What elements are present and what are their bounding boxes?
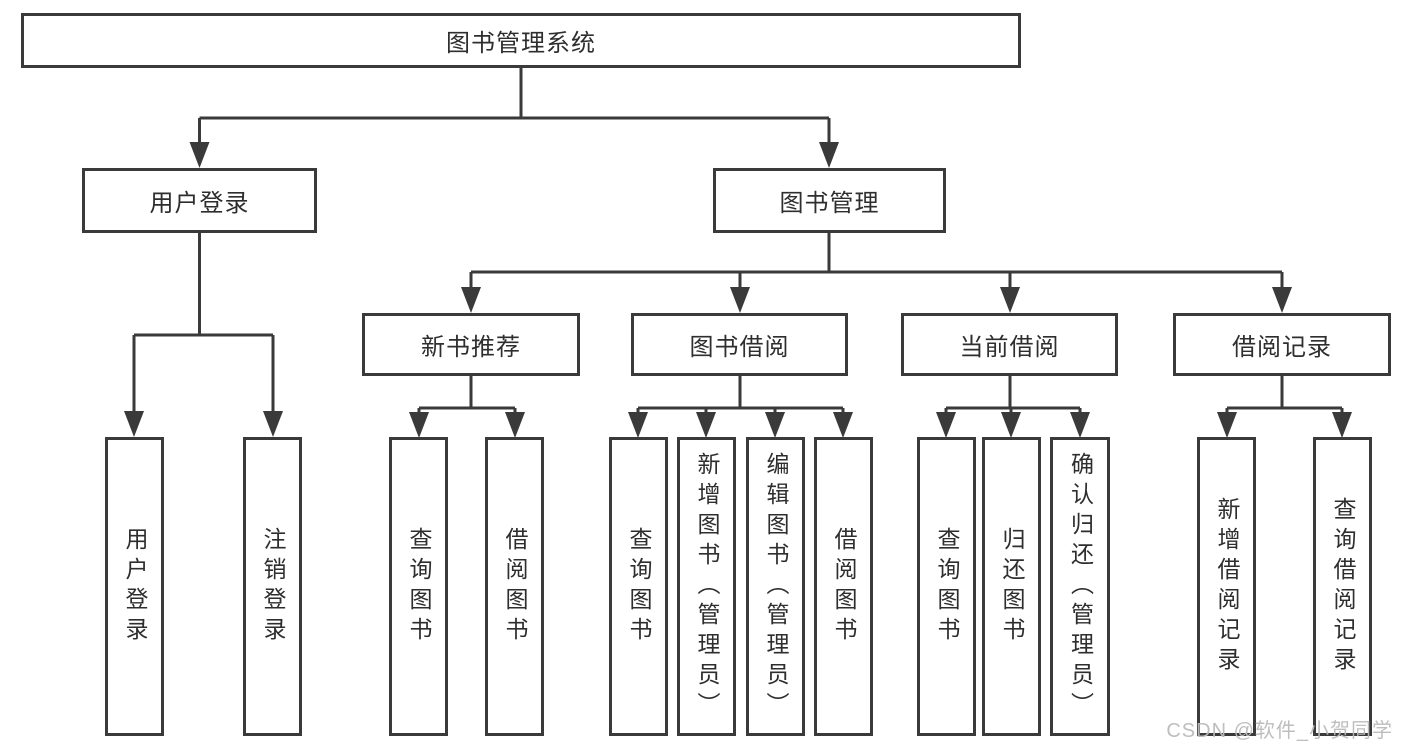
arrowhead [124,411,144,437]
node-borrow-records: 借阅记录 [1173,313,1391,376]
arrowhead [409,412,429,438]
arrowhead [819,142,839,168]
connector-userlogin-to-leaves [132,233,275,415]
leaf-records-add-record: 新增借阅记录 [1197,437,1256,736]
connector-records-to-leaves [1225,376,1344,416]
leaf-label: 新增图书（管理员） [694,451,720,722]
connector-root-to-level2 [198,68,831,146]
leaf-label: 借阅图书 [831,526,857,647]
connector-recommend-to-leaves [417,376,517,416]
leaf-label: 借阅图书 [502,526,528,647]
connector-borrow-to-leaves [636,376,845,416]
node-book-management: 图书管理 [713,168,946,233]
leaf-current-confirm-return-admin: 确认归还（管理员） [1050,437,1110,736]
leaf-label: 编辑图书（管理员） [763,451,789,722]
arrowhead [505,412,525,438]
leaf-records-query-record: 查询借阅记录 [1313,437,1372,736]
leaf-borrow-add-book-admin: 新增图书（管理员） [677,437,736,736]
leaf-label: 归还图书 [999,526,1025,647]
leaf-logout: 注销登录 [243,437,302,736]
watermark: CSDN @软件_小贺同学 [1166,720,1393,742]
arrowhead [189,142,210,168]
leaf-label: 查询图书 [934,526,960,647]
node-current-borrow: 当前借阅 [901,313,1118,376]
arrowhead [833,412,853,438]
arrowhead [936,412,956,438]
node-book-borrow: 图书借阅 [631,313,848,376]
arrowhead [1332,412,1352,438]
leaf-rec-query-book: 查询图书 [389,437,448,736]
arrowhead [461,287,481,313]
leaf-rec-borrow-book: 借阅图书 [485,437,544,736]
connector-current-to-leaves [944,376,1082,416]
leaf-user-login: 用户登录 [105,437,164,736]
node-new-book-recommend: 新书推荐 [362,313,580,376]
leaf-label: 查询借阅记录 [1330,496,1356,677]
leaf-label: 新增借阅记录 [1214,496,1240,677]
node-user-login: 用户登录 [82,168,317,233]
arrowhead [730,287,750,313]
arrowhead [765,412,785,438]
connector-bookmgmt-to-groups [469,233,1284,291]
leaf-label: 查询图书 [406,526,432,647]
leaf-label: 用户登录 [122,526,148,647]
arrowhead [1000,287,1020,313]
node-library-system: 图书管理系统 [21,13,1021,68]
leaf-borrow-query-book: 查询图书 [609,437,668,736]
arrowhead [1070,412,1090,438]
arrowhead [1217,412,1237,438]
arrowhead [263,411,283,437]
leaf-borrow-borrow-book: 借阅图书 [814,437,873,736]
leaf-label: 注销登录 [260,526,286,647]
leaf-current-return-book: 归还图书 [982,437,1041,736]
leaf-label: 查询图书 [626,526,652,647]
leaf-label: 确认归还（管理员） [1067,451,1094,722]
leaf-current-query-book: 查询图书 [917,437,976,736]
arrowhead [1272,287,1292,313]
arrowhead [628,412,648,438]
arrowhead [1001,412,1021,438]
arrowhead [696,412,716,438]
leaf-borrow-edit-book-admin: 编辑图书（管理员） [746,437,805,736]
